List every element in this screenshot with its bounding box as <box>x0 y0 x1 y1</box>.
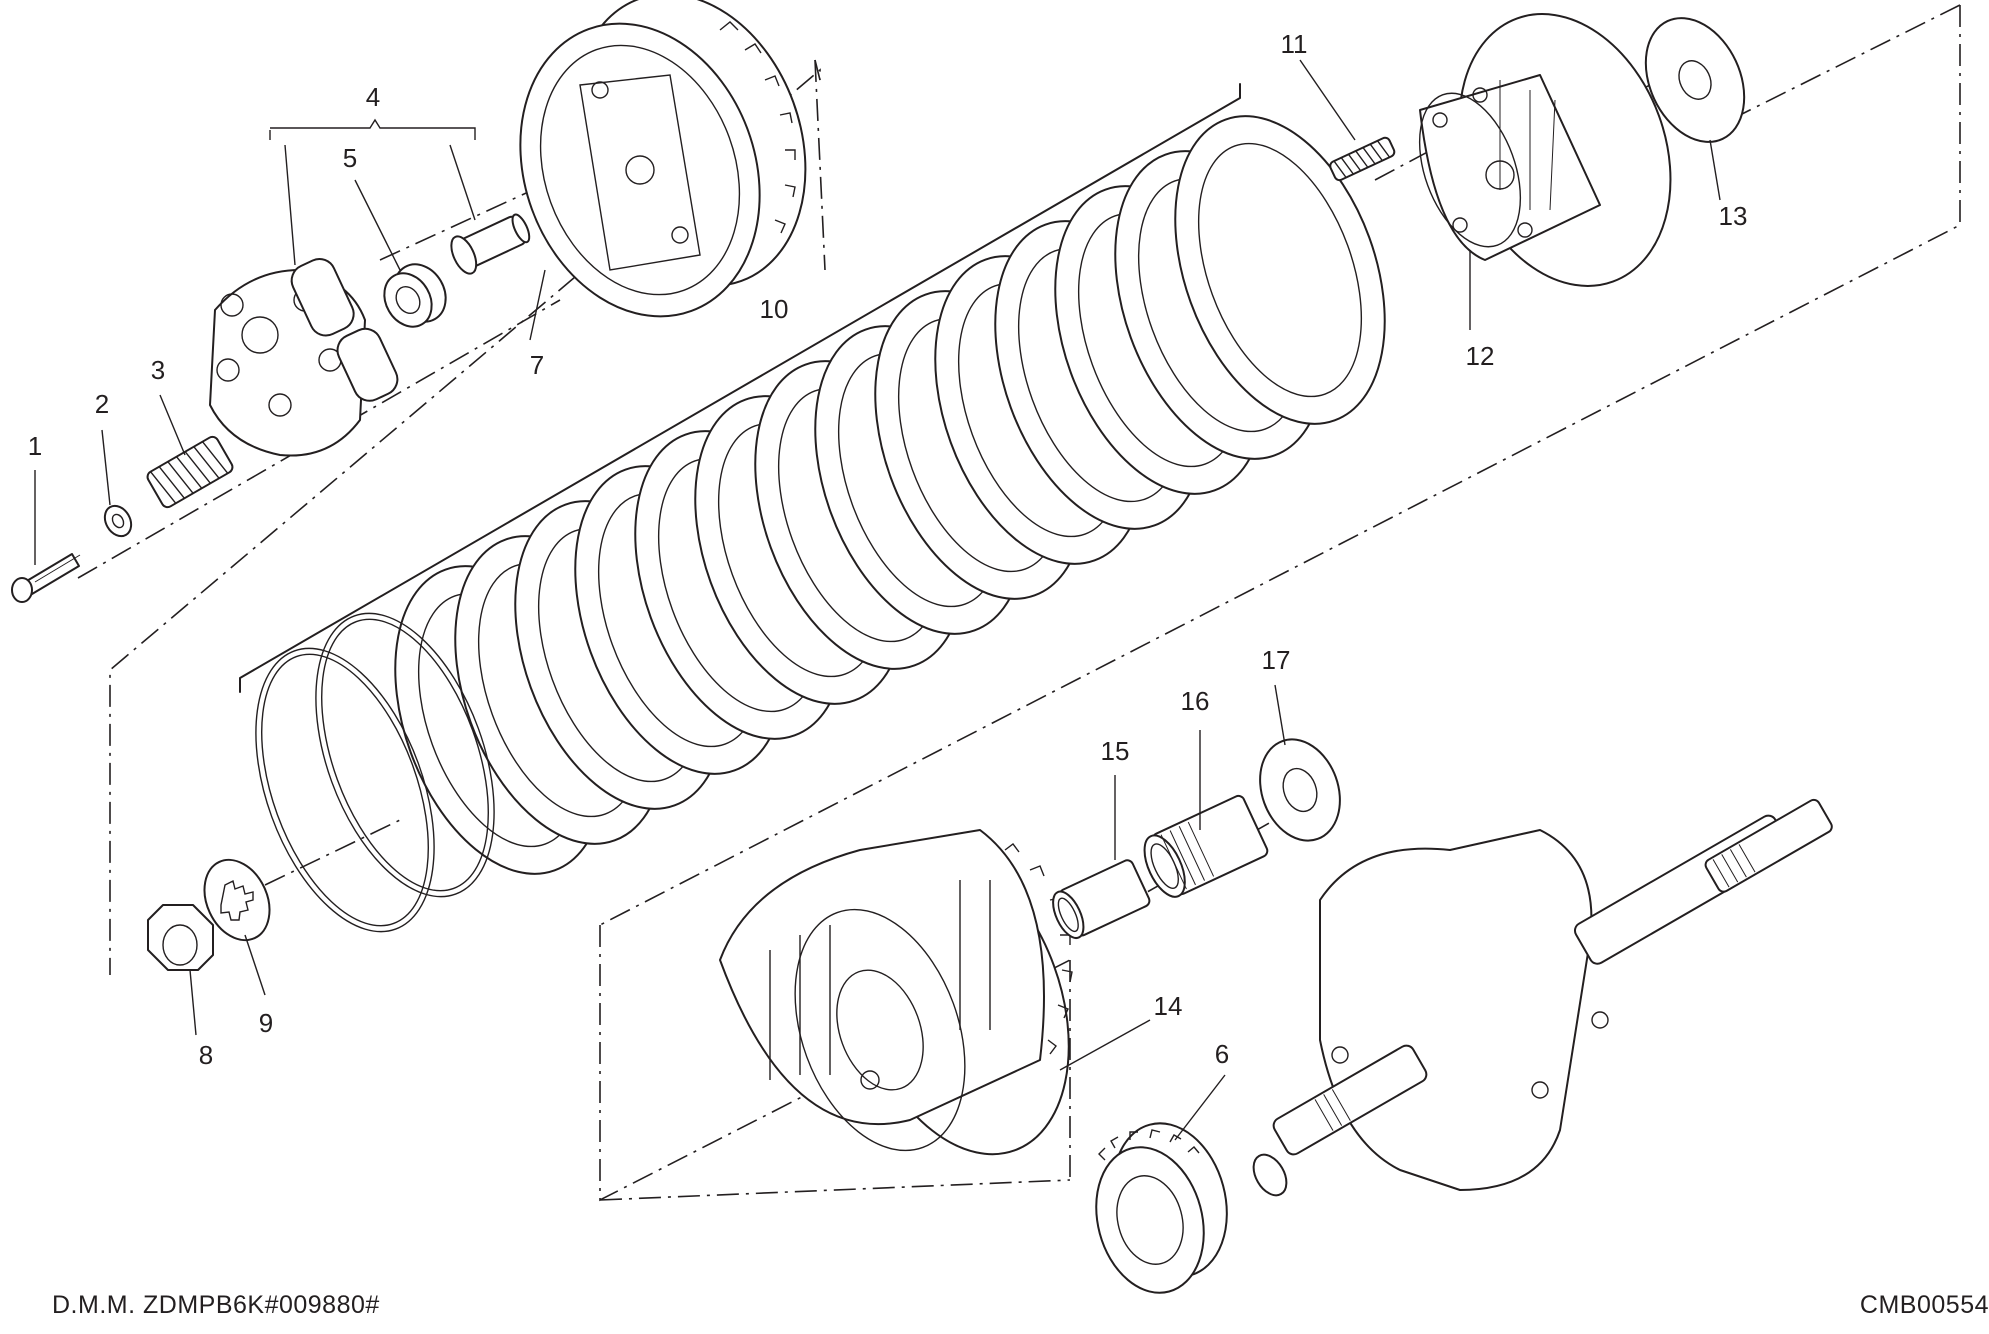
callout-2: 2 <box>95 389 109 419</box>
callout-13: 13 <box>1719 201 1748 231</box>
bolt-part-1 <box>11 553 81 603</box>
washer-part-13 <box>1644 17 1746 143</box>
bushing-part-15 <box>1052 859 1151 940</box>
bearing-part-5 <box>383 263 447 328</box>
leader-lines <box>34 59 1721 1141</box>
callout-6: 6 <box>1215 1039 1229 1069</box>
callout-7: 7 <box>530 350 544 380</box>
clutch-drum-part-7 <box>519 0 807 318</box>
clutch-basket-part-14 <box>719 829 1073 1156</box>
callout-labels: 1 2 3 4 5 6 7 8 9 10 11 12 13 14 15 16 1… <box>28 29 1748 1070</box>
document-code: D.M.M. ZDMPB6K#009880# <box>52 1291 380 1319</box>
drawing-code: CMB00554 <box>1859 1291 1989 1319</box>
callout-4: 4 <box>366 82 380 112</box>
nut-part-8 <box>147 904 214 971</box>
callout-15: 15 <box>1101 736 1130 766</box>
inner-hub-part-12 <box>1418 13 1672 287</box>
pressure-plate-part-4 <box>209 258 399 457</box>
crankshaft <box>1252 798 1833 1197</box>
callout-3: 3 <box>151 355 165 385</box>
lock-washer-part-9 <box>203 858 271 942</box>
primary-gear-part-6 <box>1095 1122 1228 1294</box>
callout-5: 5 <box>343 143 357 173</box>
callout-9: 9 <box>259 1008 273 1038</box>
spring-part-11 <box>1329 136 1396 182</box>
callout-16: 16 <box>1181 686 1210 716</box>
spring-part-3 <box>146 435 234 509</box>
washer-part-2 <box>103 504 133 538</box>
callout-11: 11 <box>1281 29 1308 59</box>
callout-14: 14 <box>1154 991 1183 1021</box>
thrust-washer-part-17 <box>1259 738 1341 842</box>
callout-12: 12 <box>1466 341 1495 371</box>
needle-bearing-part-16 <box>1143 794 1269 898</box>
push-rod <box>450 213 531 275</box>
callout-1: 1 <box>28 431 42 461</box>
callout-8: 8 <box>199 1040 213 1070</box>
callout-10: 10 <box>760 294 789 324</box>
callout-17: 17 <box>1262 645 1291 675</box>
disc-stack <box>394 115 1386 875</box>
clutch-discs-part-10 <box>239 83 1386 933</box>
